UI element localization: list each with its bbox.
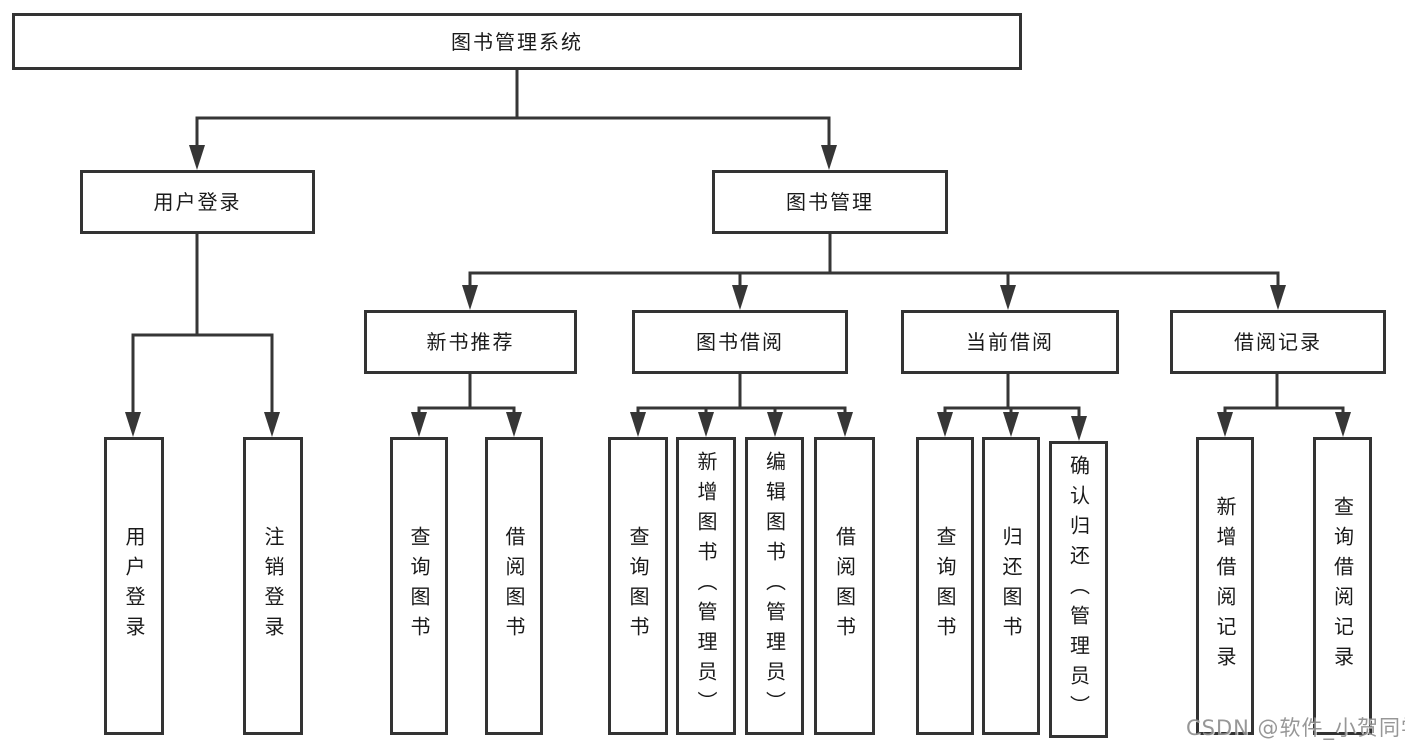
node-user-login: 用户登录 (80, 170, 315, 234)
leaf-borrowing-query-books: 查询图书 (608, 437, 668, 735)
leaf-current-return-books: 归还图书 (982, 437, 1040, 735)
leaf-current-confirm-return-admin: 确认归还（管理员） (1049, 441, 1108, 738)
leaf-borrowing-borrow-books: 借阅图书 (814, 437, 875, 735)
leaf-logout-label: 注销登录 (261, 526, 285, 646)
leaf-borrowing-edit-books-admin-label: 编辑图书（管理员） (762, 451, 787, 721)
leaf-recommend-query-books: 查询图书 (390, 437, 448, 735)
leaf-borrowing-edit-books-admin: 编辑图书（管理员） (745, 437, 804, 735)
leaf-recommend-borrow-books-label: 借阅图书 (502, 526, 526, 646)
leaf-records-add-record: 新增借阅记录 (1196, 437, 1254, 735)
node-new-book-recommend: 新书推荐 (364, 310, 577, 374)
leaf-borrowing-add-books-admin-label: 新增图书（管理员） (694, 451, 718, 721)
node-user-login-label: 用户登录 (153, 190, 242, 214)
leaf-current-return-books-label: 归还图书 (999, 526, 1023, 646)
leaf-borrowing-query-books-label: 查询图书 (626, 526, 650, 646)
leaf-current-confirm-return-admin-label: 确认归还（管理员） (1066, 454, 1091, 725)
node-book-borrowing-label: 图书借阅 (696, 330, 784, 354)
leaf-recommend-borrow-books: 借阅图书 (485, 437, 543, 735)
csdn-watermark: CSDN @软件_小贺同学 (1186, 716, 1405, 740)
leaf-records-add-record-label: 新增借阅记录 (1213, 496, 1237, 676)
leaf-records-query-record: 查询借阅记录 (1313, 437, 1372, 735)
node-book-management: 图书管理 (712, 170, 948, 234)
node-root-label: 图书管理系统 (451, 29, 583, 54)
leaf-records-query-record-label: 查询借阅记录 (1330, 496, 1355, 676)
node-current-borrowing: 当前借阅 (901, 310, 1119, 374)
leaf-current-query-books: 查询图书 (916, 437, 974, 735)
leaf-borrowing-borrow-books-label: 借阅图书 (832, 526, 857, 646)
node-current-borrowing-label: 当前借阅 (966, 330, 1054, 354)
leaf-logout: 注销登录 (243, 437, 303, 735)
leaf-user-login: 用户登录 (104, 437, 164, 735)
leaf-borrowing-add-books-admin: 新增图书（管理员） (676, 437, 736, 735)
node-book-management-label: 图书管理 (786, 190, 874, 214)
node-book-borrowing: 图书借阅 (632, 310, 848, 374)
leaf-current-query-books-label: 查询图书 (933, 526, 957, 646)
node-borrow-records-label: 借阅记录 (1234, 330, 1322, 354)
node-root: 图书管理系统 (12, 13, 1022, 70)
node-borrow-records: 借阅记录 (1170, 310, 1386, 374)
leaf-recommend-query-books-label: 查询图书 (407, 526, 431, 646)
node-new-book-recommend-label: 新书推荐 (426, 330, 515, 354)
leaf-user-login-label: 用户登录 (122, 526, 146, 646)
